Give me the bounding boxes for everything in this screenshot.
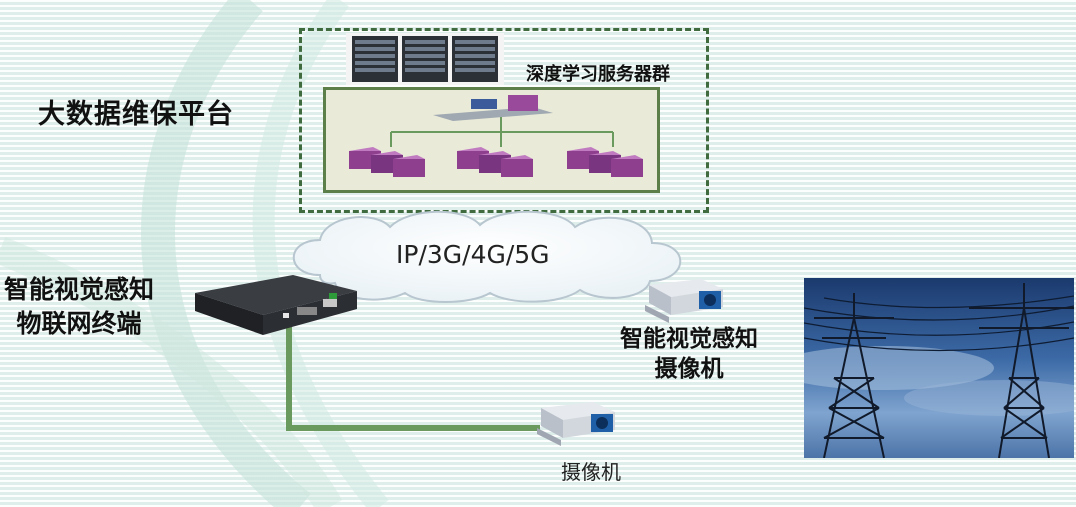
server-group-3 <box>567 147 643 177</box>
server-group-2 <box>457 147 533 177</box>
left-tower <box>814 293 894 458</box>
server-network-diagram <box>349 95 643 177</box>
smart-camera-label-line2: 摄像机 <box>654 356 724 382</box>
network-cloud <box>292 210 682 303</box>
server-group-1 <box>349 147 425 177</box>
server-rack-icon <box>346 33 504 85</box>
terminal-label: 智能视觉感知 物联网终端 <box>4 273 154 341</box>
network-label: IP/3G/4G/5G <box>396 240 550 269</box>
iot-terminal-icon <box>195 275 357 335</box>
switch-icon <box>471 99 497 109</box>
platform-label: 大数据维保平台 <box>38 99 234 130</box>
camera-icon <box>537 402 615 446</box>
smart-camera-label: 智能视觉感知 摄像机 <box>620 324 758 384</box>
router-icon <box>508 95 538 111</box>
server-cluster-frame <box>299 28 709 213</box>
server-group-label: 深度学习服务器群 <box>526 64 670 85</box>
power-tower-photo <box>804 278 1074 458</box>
smart-camera-icon <box>645 279 723 323</box>
smart-camera-label-line1: 智能视觉感知 <box>620 326 758 352</box>
terminal-label-line2: 物联网终端 <box>16 309 142 338</box>
right-tower <box>969 283 1074 458</box>
terminal-label-line1: 智能视觉感知 <box>4 275 155 304</box>
camera-label: 摄像机 <box>561 460 621 484</box>
